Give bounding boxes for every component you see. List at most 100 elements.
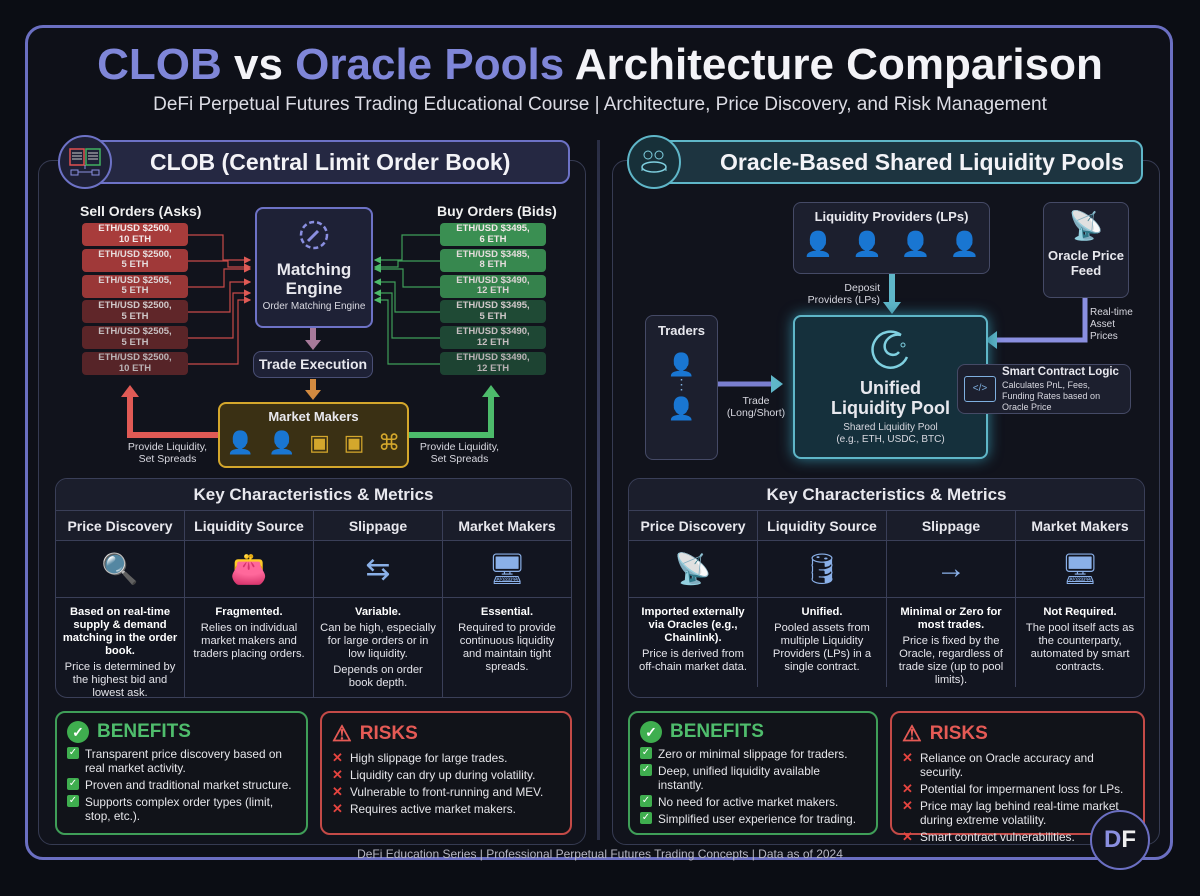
benefit-item: ✓Zero or minimal slippage for traders. — [640, 747, 848, 761]
order-book-icon — [58, 135, 112, 189]
buy-order-text: ETH/USD $3490, — [456, 326, 530, 338]
buy-order: ETH/USD $3485,8 ETH — [440, 248, 546, 272]
sell-order-text: ETH/USD $2500, — [98, 248, 172, 260]
metric-summary: Minimal or Zero for most trades. — [900, 606, 1002, 631]
buy-order: ETH/USD $3490,12 ETH — [440, 352, 546, 375]
buy-order-text: 5 ETH — [479, 310, 507, 322]
oracle-feed-title: Oracle Price Feed — [1048, 248, 1124, 278]
risk-item: ✕Smart contract vulnerabilities. — [902, 829, 1075, 845]
benefits-title: BENEFITS — [670, 721, 764, 742]
buy-order-text: 12 ETH — [476, 362, 510, 374]
risk-item: ✕Requires active market makers. — [332, 801, 516, 817]
sell-order-text: 5 ETH — [121, 285, 149, 297]
buy-order-text: ETH/USD $3490, — [456, 274, 530, 286]
column-header: Market Makers — [1016, 511, 1144, 541]
metric-detail: Can be high, especially for large orders… — [320, 622, 436, 660]
market-makers-icon: 🖥 — [487, 552, 527, 586]
buy-order-text: ETH/USD $3495, — [456, 300, 530, 312]
trader-icon: 👤 — [667, 396, 696, 421]
user-icon: 👤 — [852, 231, 883, 258]
code-icon: </> — [964, 376, 996, 402]
buy-order: ETH/USD $3490,12 ETH — [440, 274, 546, 298]
metric-summary: Variable. — [354, 606, 402, 618]
page-subtitle: DeFi Perpetual Futures Trading Education… — [153, 94, 1047, 115]
benefit-item: ✓Deep, unified liquidity available insta… — [640, 764, 820, 792]
metric-column: Market Makers🖥Essential.Required to prov… — [443, 511, 571, 697]
risk-item: ✕Liquidity can dry up during volatility. — [332, 767, 536, 783]
clob-heading: CLOB (Central Limit Order Book) — [80, 140, 570, 184]
metric-detail: The pool itself acts as the counterparty… — [1025, 622, 1135, 673]
market-maker-icons: 👤👤▣▣⌘ — [220, 430, 407, 456]
liquidity-providers-box: Liquidity Providers (LPs) 👤👤👤👤 — [793, 202, 990, 274]
x-icon: ✕ — [332, 801, 343, 816]
column-header: Liquidity Source — [758, 511, 886, 541]
column-header: Liquidity Source — [185, 511, 313, 541]
sell-order: ETH/USD $2500,5 ETH — [82, 300, 188, 324]
user-icon: 👤 — [949, 231, 980, 258]
pool-title: Unified Liquidity Pool — [831, 378, 950, 418]
trade-label: Trade (Long/Short) — [726, 395, 786, 419]
benefit-item: ✓Transparent price discovery based on re… — [67, 747, 282, 775]
satellite-dish-icon: 📡 — [1068, 210, 1104, 241]
slippage-icon: ⇆ — [365, 552, 391, 586]
metric-column: Slippage⇆Variable.Can be high, especiall… — [314, 511, 443, 697]
oracle-benefits: ✓ BENEFITS ✓Zero or minimal slippage for t… — [628, 711, 878, 835]
x-icon: ✕ — [902, 781, 913, 796]
metric-summary: Unified. — [801, 606, 843, 618]
buy-order-text: ETH/USD $3485, — [456, 248, 530, 260]
sell-order-text: ETH/USD $2505, — [98, 274, 172, 286]
price-discovery-icon: 🔍 — [101, 552, 139, 586]
risk-item: ✕Reliance on Oracle accuracy and securit… — [902, 750, 1094, 780]
matching-engine-subtitle: Order Matching Engine — [262, 301, 366, 312]
gear-wrench-icon — [299, 220, 329, 250]
buy-order-text: 6 ETH — [479, 233, 507, 245]
ellipsis-icon: ⋮ — [674, 376, 689, 392]
traders-box: Traders 👤 ⋮ 👤 — [645, 315, 718, 460]
buy-order-text: ETH/USD $3490, — [456, 352, 530, 363]
buy-order: ETH/USD $3495,5 ETH — [440, 300, 546, 324]
sell-order-text: 10 ETH — [118, 233, 152, 245]
checkbox-icon: ✓ — [640, 795, 652, 807]
benefit-item: ✓No need for active market makers. — [640, 795, 839, 809]
checkbox-icon: ✓ — [640, 747, 652, 759]
table-title: Key Characteristics & Metrics — [56, 479, 571, 511]
benefit-item: ✓Simplified user experience for trading. — [640, 812, 857, 826]
sell-orders-label: Sell Orders (Asks) — [80, 203, 202, 219]
metric-summary: Essential. — [480, 606, 534, 618]
x-icon: ✕ — [902, 750, 913, 765]
oracle-flow-arrows — [718, 274, 1088, 393]
buy-order: ETH/USD $3495,6 ETH — [440, 223, 546, 246]
center-divider — [597, 140, 600, 840]
sell-order: ETH/USD $2505,5 ETH — [82, 274, 188, 298]
bot-icon: ▣ — [343, 430, 365, 455]
trader-icon: 👤 — [226, 430, 255, 455]
risks-title: RISKS — [929, 723, 988, 744]
metric-summary: Not Required. — [1043, 606, 1117, 618]
x-icon: ✕ — [902, 829, 913, 844]
sell-order-text: 5 ETH — [121, 336, 149, 348]
column-header: Price Discovery — [629, 511, 757, 541]
buy-order: ETH/USD $3490,12 ETH — [440, 326, 546, 350]
warning-icon: ⚠ — [332, 721, 352, 746]
x-icon: ✕ — [332, 767, 343, 782]
metric-column: Liquidity Source👛Fragmented.Relies on in… — [185, 511, 314, 697]
metric-detail: Relies on individual market makers and t… — [193, 622, 305, 660]
metric-detail: Price is fixed by the Oracle, regardless… — [898, 635, 1004, 686]
market-makers-icon: 🖥 — [1060, 552, 1100, 586]
user-icon: 👤 — [803, 231, 834, 258]
price-discovery-icon: 📡 — [674, 552, 712, 586]
trader-icon: 👤 — [667, 352, 696, 377]
column-header: Market Makers — [443, 511, 571, 541]
metric-detail: Depends on order book depth. — [333, 664, 423, 689]
liquidity-source-icon: 👛 — [230, 552, 268, 586]
sell-order-text: ETH/USD $2500, — [98, 223, 172, 234]
sell-order-text: 5 ETH — [121, 259, 149, 271]
user-icon: 👤 — [900, 231, 931, 258]
column-header: Slippage — [887, 511, 1015, 541]
metric-detail: Price is derived from off-chain market d… — [639, 648, 747, 673]
lp-icons: 👤 👤 👤 👤 — [794, 230, 989, 259]
metric-column: Market Makers 🖥 Not Required. The pool itse… — [1016, 511, 1144, 687]
